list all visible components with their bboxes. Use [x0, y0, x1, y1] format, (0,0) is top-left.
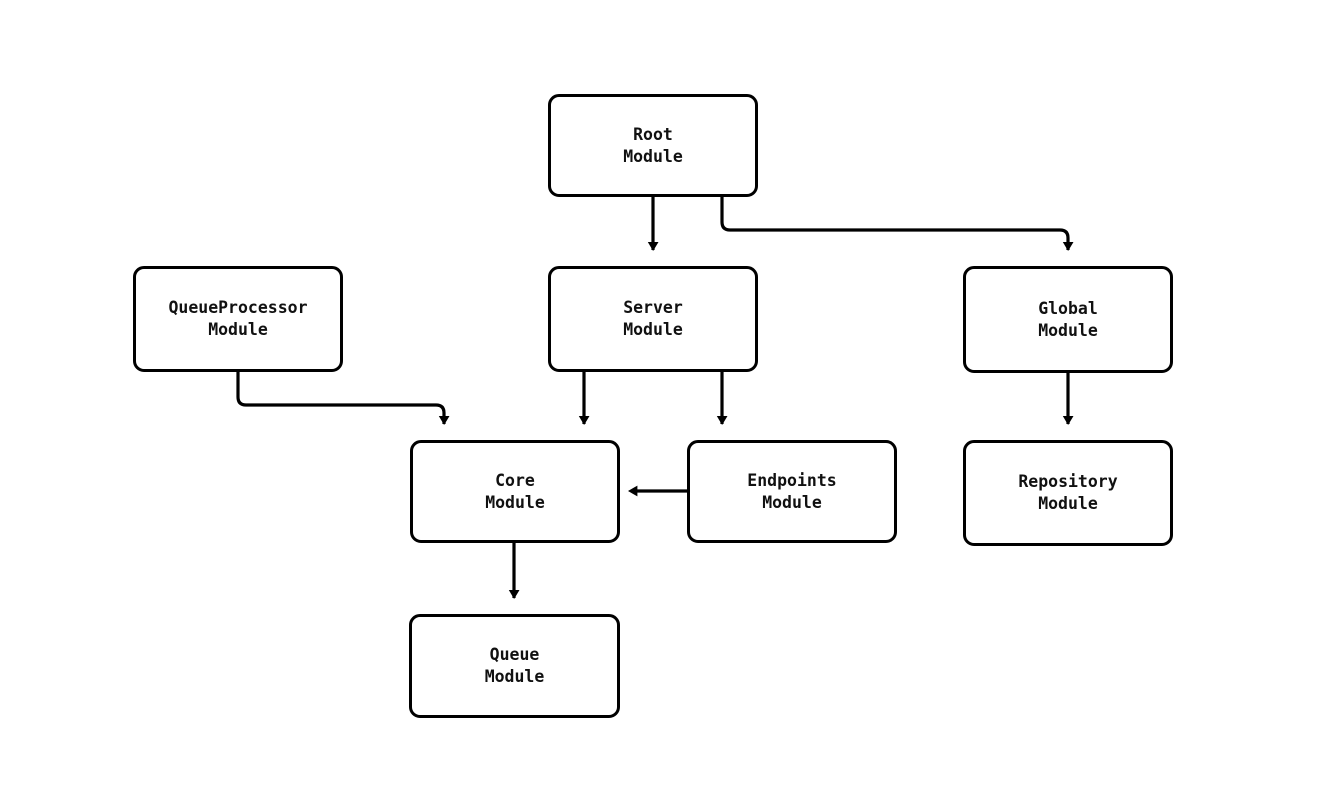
node-endpoints-label: Endpoints Module: [747, 470, 837, 512]
node-root-label: Root Module: [623, 124, 683, 166]
node-global-label: Global Module: [1038, 298, 1098, 340]
edge-queueprocessor-to-core: [236, 372, 450, 426]
node-queueprocessor-label: QueueProcessor Module: [168, 298, 308, 339]
node-queue-label: Queue Module: [484, 645, 545, 686]
node-queueprocessor[interactable]: QueueProcessor Module: [133, 266, 343, 372]
node-server[interactable]: Server Module: [548, 266, 758, 372]
node-endpoints[interactable]: Endpoints Module: [687, 440, 897, 543]
node-queue[interactable]: Queue Module: [409, 614, 620, 718]
node-core[interactable]: Core Module: [410, 440, 620, 543]
edge-root-to-global: [720, 197, 1074, 252]
node-server-label: Server Module: [623, 298, 683, 339]
node-repository[interactable]: Repository Module: [963, 440, 1173, 546]
node-core-label: Core Module: [485, 470, 545, 512]
node-global[interactable]: Global Module: [963, 266, 1173, 373]
node-repository-label: Repository Module: [1018, 472, 1118, 513]
node-root[interactable]: Root Module: [548, 94, 758, 197]
